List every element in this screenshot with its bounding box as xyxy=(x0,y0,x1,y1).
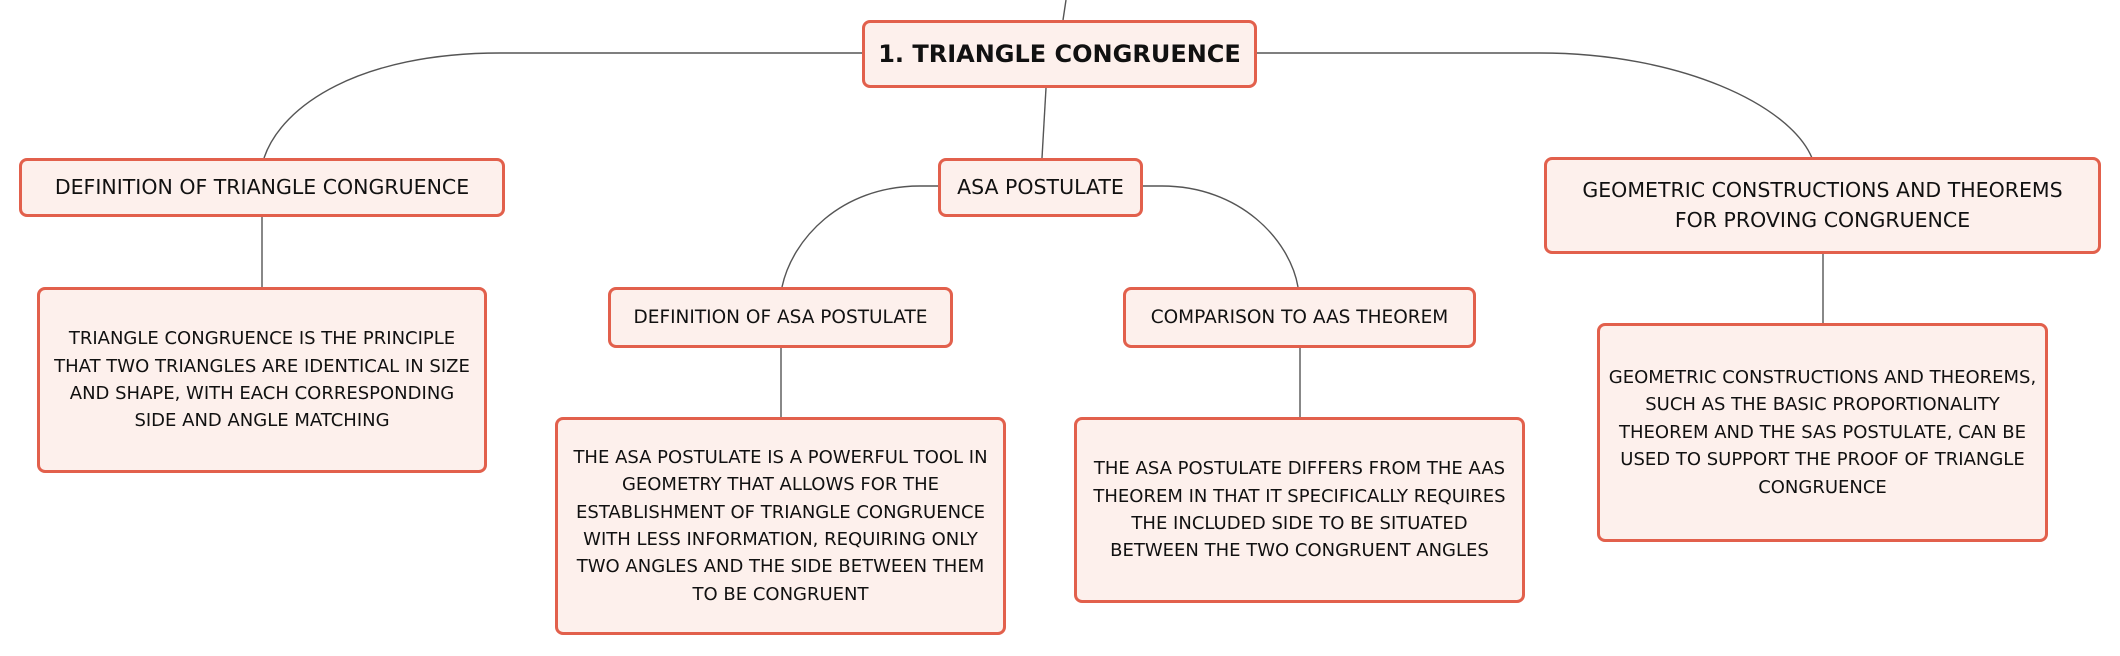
branch-constructions-label: GEOMETRIC CONSTRUCTIONS AND THEOREMS FOR… xyxy=(1582,177,2063,232)
subtopic-comparison-to-aas-theorem[interactable]: COMPARISON TO AAS THEOREM xyxy=(1123,287,1476,348)
detail-definition-of-asa-postulate[interactable]: THE ASA POSTULATE IS A POWERFUL TOOL IN … xyxy=(555,417,1006,635)
branch-asa-label: ASA POSTULATE xyxy=(957,174,1124,199)
connector-parent-to-root xyxy=(1062,0,1067,21)
branch-geometric-constructions[interactable]: GEOMETRIC CONSTRUCTIONS AND THEOREMS FOR… xyxy=(1544,157,2101,254)
root-topic-label: 1. TRIANGLE CONGRUENCE xyxy=(878,40,1241,68)
detail-definition-of-triangle-congruence[interactable]: TRIANGLE CONGRUENCE IS THE PRINCIPLE THA… xyxy=(37,287,487,473)
detail-asa-definition-text: THE ASA POSTULATE IS A POWERFUL TOOL IN … xyxy=(573,446,988,605)
connector-root-to-asa xyxy=(1041,87,1047,159)
connector-asa-to-definition xyxy=(781,185,940,288)
connector-root-to-constructions xyxy=(1256,52,1813,159)
detail-comparison-to-aas-theorem[interactable]: THE ASA POSTULATE DIFFERS FROM THE AAS T… xyxy=(1074,417,1525,603)
detail-constructions-text: GEOMETRIC CONSTRUCTIONS AND THEOREMS, SU… xyxy=(1608,367,2037,498)
subtopic-definition-of-asa-postulate[interactable]: DEFINITION OF ASA POSTULATE xyxy=(608,287,953,348)
detail-definition-text: TRIANGLE CONGRUENCE IS THE PRINCIPLE THA… xyxy=(54,328,470,432)
detail-geometric-constructions[interactable]: GEOMETRIC CONSTRUCTIONS AND THEOREMS, SU… xyxy=(1597,323,2048,542)
branch-definition-label: DEFINITION OF TRIANGLE CONGRUENCE xyxy=(54,174,470,199)
branch-asa-postulate[interactable]: ASA POSTULATE xyxy=(938,158,1143,217)
subtopic-asa-definition-label: DEFINITION OF ASA POSTULATE xyxy=(633,307,928,328)
detail-comparison-text: THE ASA POSTULATE DIFFERS FROM THE AAS T… xyxy=(1093,458,1506,562)
branch-definition-of-triangle-congruence[interactable]: DEFINITION OF TRIANGLE CONGRUENCE xyxy=(19,158,505,217)
subtopic-comparison-label: COMPARISON TO AAS THEOREM xyxy=(1150,307,1449,328)
connector-root-to-definition xyxy=(263,52,862,159)
connector-asa-to-comparison xyxy=(1142,185,1299,288)
root-topic[interactable]: 1. TRIANGLE CONGRUENCE xyxy=(862,20,1257,88)
